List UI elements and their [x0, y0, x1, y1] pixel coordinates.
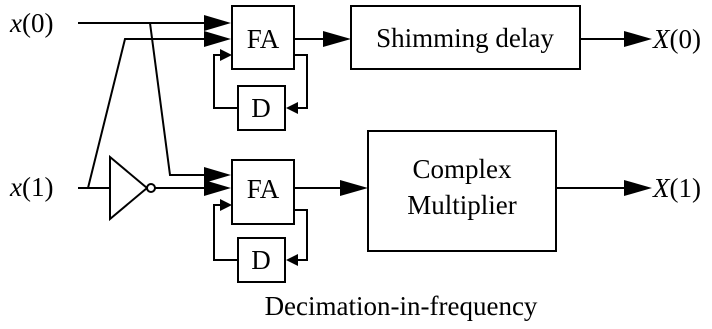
wire-x0-to-fa-bottom [149, 22, 206, 176]
d-top-block [237, 85, 286, 131]
arrow-inverter-to-fa-bottom [204, 180, 231, 196]
fa-top-label: FA [247, 24, 280, 54]
inverter-gate [109, 154, 149, 222]
d-bottom-label: D [251, 245, 271, 275]
arrow-to-X0 [624, 31, 652, 47]
output-label-X1: X(1) [652, 173, 701, 203]
d-top-label: D [251, 93, 271, 123]
wire-d-bottom-feedback [213, 204, 238, 261]
arrow-feedback-fa-top [220, 49, 232, 61]
fa-bottom-block [231, 159, 295, 225]
arrow-x0-to-fa-bottom [204, 167, 231, 183]
d-bottom-block [237, 237, 286, 283]
output-label-X0: X(0) [652, 24, 701, 54]
fa-top-block [231, 5, 295, 70]
wire-fa-bottom-to-d-bottom [294, 209, 308, 261]
multiplier-label-line2: Multiplier [407, 190, 517, 220]
arrow-x1-to-fa-top [204, 31, 231, 47]
diagram-caption: Decimation-in-frequency [265, 291, 538, 321]
arrow-feedback-fa-bottom [220, 199, 232, 211]
arrow-fa-bottom-to-multiplier [340, 180, 368, 196]
input-label-x0: x(0) [9, 8, 53, 38]
arrow-to-X1 [624, 180, 652, 196]
fa-bottom-label: FA [247, 174, 280, 204]
input-label-x1: x(1) [9, 172, 53, 202]
multiplier-label-line1: Complex [413, 154, 512, 184]
arrow-into-d-bottom [286, 254, 298, 266]
arrow-fa-top-to-shimming [323, 31, 351, 47]
shimming-delay-block [350, 5, 581, 70]
arrow-x0-to-fa-top [204, 15, 231, 31]
shimming-delay-label: Shimming delay [376, 23, 554, 53]
arrow-into-d-top [286, 102, 298, 114]
complex-multiplier-block [367, 130, 557, 252]
inverter-bubble [146, 183, 156, 193]
wire-d-top-feedback [213, 54, 238, 109]
wire-fa-top-to-d-top [294, 54, 308, 109]
wire-x1-to-fa-top [87, 38, 206, 189]
